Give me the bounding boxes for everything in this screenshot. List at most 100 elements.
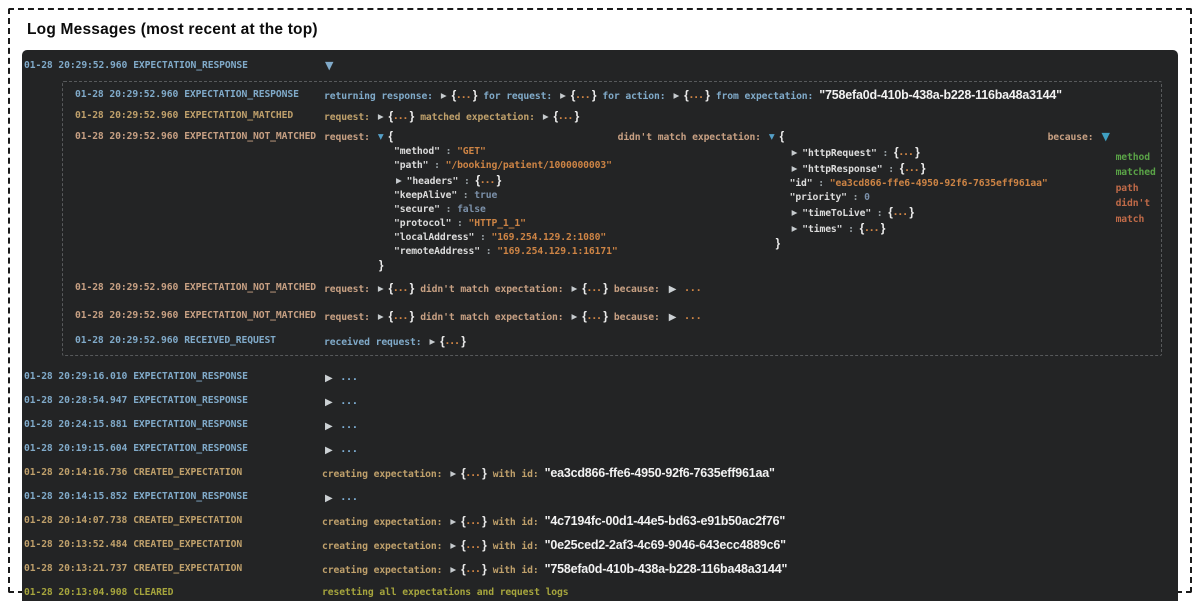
collapsed-object[interactable]: {...} <box>554 108 580 123</box>
expand-icon[interactable]: ▶ <box>673 90 680 100</box>
log-type: EXPECTATION_RESPONSE <box>184 88 299 100</box>
log-type: CLEARED <box>133 587 174 598</box>
expand-icon[interactable]: ▶ <box>377 284 384 293</box>
expand-icon[interactable]: ▶ <box>325 445 333 456</box>
because-label: because: <box>1047 131 1094 143</box>
log-row[interactable]: 01-28 20:28:54.947 EXPECTATION_RESPONSE ▶… <box>24 390 1176 414</box>
expand-icon[interactable]: ▶ <box>377 111 384 121</box>
collapsed-object[interactable]: {...} <box>571 87 597 102</box>
collapsed-object[interactable]: {...} <box>582 280 608 295</box>
collapsed-object[interactable]: {...} <box>389 108 415 123</box>
json-line[interactable]: ▶"httpResponse" : {...} <box>791 159 926 175</box>
collapsed-object[interactable]: {...} <box>859 219 886 235</box>
expand-icon[interactable]: ▶ <box>791 223 798 233</box>
expand-icon[interactable]: ▶ <box>791 207 798 217</box>
expand-icon[interactable]: ▶ <box>791 163 798 173</box>
expand-icon[interactable]: ▶ <box>542 111 549 121</box>
message-text: creating expectation: <box>322 469 443 480</box>
expand-icon[interactable]: ▶ <box>440 90 447 100</box>
log-message: creating expectation: ▶ {...} with id: "… <box>322 465 775 482</box>
brace-open: { <box>388 130 394 143</box>
collapsed-object[interactable]: {...} <box>461 513 487 528</box>
collapsed-object[interactable]: {...} <box>461 537 487 552</box>
expand-icon[interactable]: ▶ <box>571 312 578 321</box>
expand-icon[interactable]: ▶ <box>325 397 333 408</box>
collapse-icon[interactable]: ▼ <box>325 59 334 72</box>
json-line[interactable]: ▶"httpRequest" : {...} <box>791 143 920 159</box>
expand-icon[interactable]: ▶ <box>560 90 566 100</box>
collapsed-object[interactable]: {...} <box>888 203 914 219</box>
collapsed-object[interactable]: {...} <box>388 280 415 295</box>
log-type: EXPECTATION_RESPONSE <box>133 395 248 406</box>
collapsed-object[interactable]: {...} <box>475 171 502 187</box>
ellipsis: ... <box>341 417 360 431</box>
expand-icon[interactable]: ▶ <box>668 284 677 295</box>
expand-icon[interactable]: ▶ <box>396 175 402 185</box>
log-timestamp: 01-28 20:13:52.484 <box>24 539 128 550</box>
collapsed-object[interactable]: {...} <box>452 87 478 102</box>
collapsed-object[interactable]: {...} <box>440 332 466 348</box>
log-message: ▶... <box>322 393 359 410</box>
collapsed-object[interactable]: {...} <box>582 308 608 323</box>
json-line[interactable]: ▶"timeToLive" : {...} <box>791 203 914 219</box>
collapse-icon[interactable]: ▼ <box>377 131 384 141</box>
message-text: matched expectation: <box>420 111 535 123</box>
collapsed-object[interactable]: {...} <box>388 308 415 323</box>
expand-icon[interactable]: ▶ <box>377 312 384 321</box>
log-timestamp-type: 01-28 20:29:52.960 EXPECTATION_RESPONSE <box>75 88 324 102</box>
json-line[interactable]: ▶"headers" : {...} <box>396 171 502 187</box>
expectation-id: "4c7194fc-00d1-44e5-bd63-e91b50ac2f76" <box>544 514 786 528</box>
expand-icon[interactable]: ▶ <box>325 493 333 504</box>
log-type: EXPECTATION_RESPONSE <box>133 419 248 430</box>
collapsed-object[interactable]: {...} <box>461 465 487 480</box>
log-message: resetting all expectations and request l… <box>322 586 569 600</box>
expand-icon[interactable]: ▶ <box>450 469 457 478</box>
log-timestamp: 01-28 20:29:52.960 <box>75 88 179 100</box>
collapsed-object[interactable]: {...} <box>894 143 920 159</box>
collapsed-object[interactable]: {...} <box>461 561 487 576</box>
expand-icon[interactable]: ▶ <box>325 421 333 432</box>
expand-icon[interactable]: ▶ <box>791 147 798 157</box>
expand-icon[interactable]: ▶ <box>325 373 333 384</box>
collapsed-object[interactable]: {...} <box>899 159 926 175</box>
log-type: EXPECTATION_RESPONSE <box>133 443 248 454</box>
collapsed-object[interactable]: {...} <box>684 87 710 102</box>
expand-icon[interactable]: ▶ <box>429 336 436 346</box>
log-timestamp: 01-28 20:29:52.960 <box>75 310 179 321</box>
collapse-icon[interactable]: ▼ <box>768 131 775 141</box>
log-timestamp: 01-28 20:28:54.947 <box>24 395 128 406</box>
expand-icon[interactable]: ▶ <box>450 517 457 526</box>
expand-icon[interactable]: ▶ <box>668 312 677 323</box>
collapse-icon[interactable]: ▼ <box>1101 129 1110 143</box>
ellipsis: ... <box>341 441 360 455</box>
expand-icon[interactable]: ▶ <box>450 541 457 550</box>
log-type: CREATED_EXPECTATION <box>133 467 243 478</box>
expand-icon[interactable]: ▶ <box>450 565 457 574</box>
message-text: for action: <box>602 90 666 102</box>
json-line[interactable]: ▶"times" : {...} <box>791 219 886 235</box>
brace-close: } <box>591 87 597 102</box>
expand-icon[interactable]: ▶ <box>571 284 578 293</box>
